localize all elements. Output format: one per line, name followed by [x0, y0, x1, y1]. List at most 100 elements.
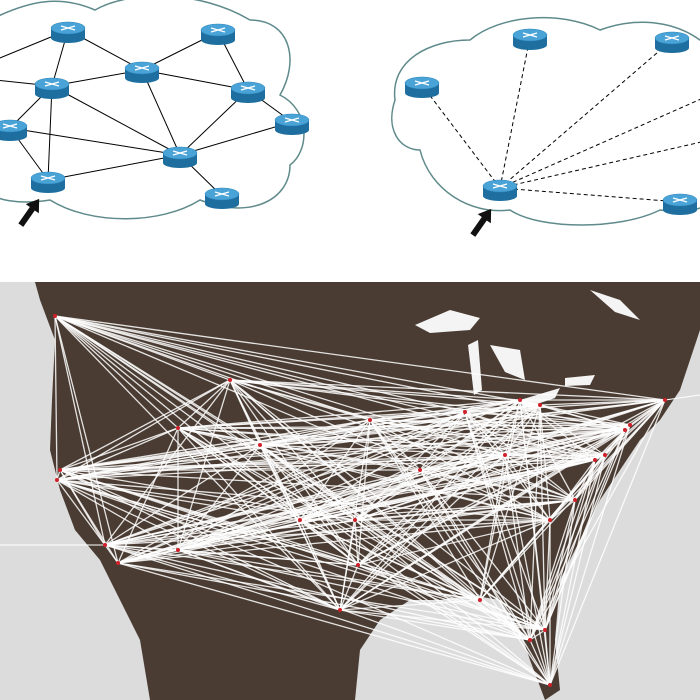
route-line	[299, 399, 666, 521]
route-line	[229, 379, 666, 401]
route-line	[339, 519, 551, 611]
route-line	[259, 444, 359, 566]
route-line	[354, 519, 531, 641]
city-dot	[58, 468, 62, 472]
route-line	[529, 629, 546, 641]
route-line	[539, 404, 626, 431]
route-line	[549, 499, 576, 686]
route-line	[177, 549, 341, 611]
route-line	[54, 315, 466, 413]
route-line	[529, 454, 606, 641]
route-line	[664, 394, 700, 401]
route-line	[104, 544, 551, 686]
city-dot	[368, 418, 372, 422]
route-line	[339, 419, 371, 611]
route-line	[369, 419, 606, 456]
route-line	[177, 379, 231, 429]
city-dot	[176, 548, 180, 552]
route-line	[529, 639, 551, 686]
route-line	[59, 427, 179, 471]
route-line	[479, 404, 541, 601]
route-line	[229, 379, 481, 601]
network-link	[499, 141, 700, 189]
route-line	[369, 419, 576, 501]
router-icon	[162, 146, 198, 168]
city-dot	[353, 518, 357, 522]
route-line	[419, 469, 546, 631]
route-line	[177, 411, 466, 551]
route-line	[59, 419, 371, 471]
route-line	[357, 404, 541, 566]
network-link	[499, 39, 673, 189]
router-icon	[200, 23, 236, 45]
route-line	[369, 404, 541, 421]
city-dot	[176, 426, 180, 430]
route-line	[259, 444, 531, 641]
route-line	[229, 379, 546, 631]
route-line	[229, 379, 506, 456]
city-dots	[53, 314, 667, 687]
route-line	[369, 419, 551, 521]
baja-peninsula	[118, 565, 180, 700]
router-icon	[274, 113, 310, 135]
route-line	[117, 562, 551, 686]
route-line	[419, 469, 576, 501]
route-line	[339, 609, 546, 631]
route-line	[464, 411, 606, 456]
city-dot	[518, 398, 522, 402]
route-line	[229, 379, 631, 426]
network-link	[141, 69, 181, 156]
route-line	[357, 519, 551, 566]
network-link	[179, 121, 293, 156]
city-dot	[543, 628, 547, 632]
route-line	[259, 444, 481, 601]
router-icon	[30, 171, 66, 193]
city-dot	[603, 453, 607, 457]
mesh-network-diagram	[0, 0, 310, 227]
route-line	[339, 404, 541, 611]
route-line	[369, 419, 421, 471]
route-line	[539, 404, 546, 631]
route-line	[369, 399, 521, 421]
route-line	[544, 629, 551, 686]
route-line	[229, 379, 356, 521]
route-line	[539, 399, 666, 406]
route-line	[104, 544, 531, 641]
route-line	[59, 469, 576, 501]
city-dot	[538, 403, 542, 407]
route-line	[299, 469, 421, 521]
route-line	[544, 519, 551, 631]
route-line	[479, 399, 521, 601]
route-line	[54, 315, 119, 564]
route-line	[104, 454, 606, 546]
route-line	[419, 454, 506, 471]
route-line	[104, 469, 421, 546]
route-line	[504, 454, 576, 501]
route-line	[369, 419, 551, 686]
route-line	[229, 379, 541, 406]
route-line	[544, 424, 631, 631]
city-dot	[463, 410, 467, 414]
route-line	[117, 419, 371, 564]
route-line	[104, 424, 631, 546]
city-dot	[593, 458, 597, 462]
router-icon	[0, 119, 28, 141]
route-line	[369, 419, 481, 601]
arrow-icon	[18, 198, 40, 227]
route-line	[529, 459, 596, 641]
route-line	[339, 399, 521, 611]
route-line	[54, 315, 231, 381]
hub-links	[421, 36, 700, 203]
city-dot	[478, 598, 482, 602]
great-lakes	[415, 290, 640, 408]
city-dot	[623, 428, 627, 432]
router-icon	[34, 77, 70, 99]
route-line	[177, 427, 301, 521]
route-line	[177, 427, 551, 521]
route-line	[539, 404, 551, 521]
route-line	[54, 315, 371, 421]
city-dot	[418, 468, 422, 472]
route-line	[504, 399, 521, 456]
route-line	[59, 469, 551, 686]
route-line	[177, 549, 359, 566]
